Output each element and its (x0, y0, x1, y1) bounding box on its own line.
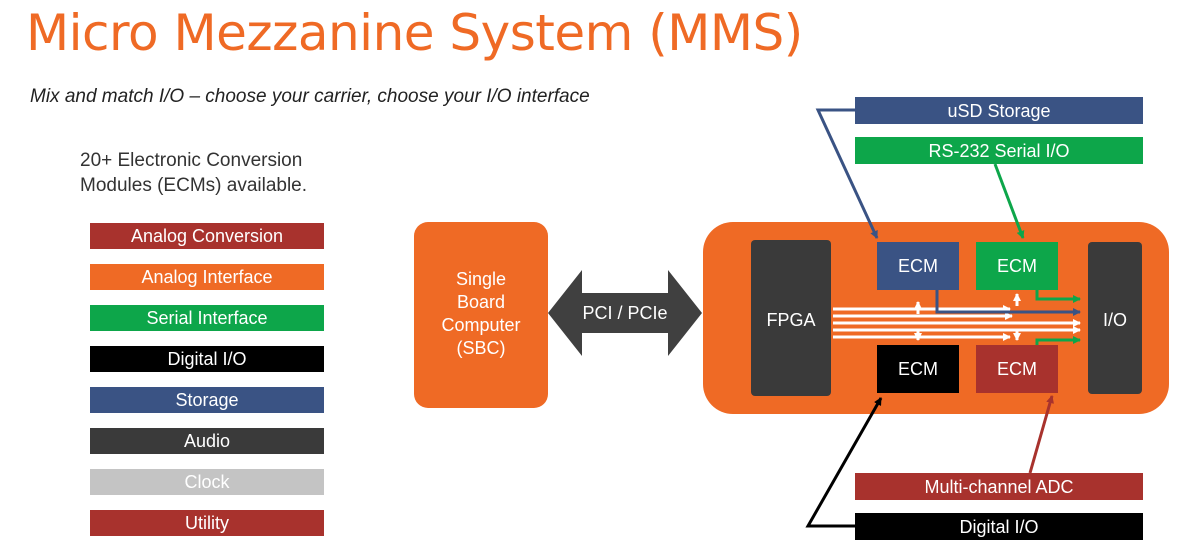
page-subtitle: Mix and match I/O – choose your carrier,… (30, 86, 590, 107)
legend-clock: Clock (90, 469, 324, 495)
io-label: I/O (1103, 310, 1127, 330)
ecm-serial-label: ECM (997, 256, 1037, 276)
rs232-box: RS-232 Serial I/O (855, 137, 1143, 164)
legend-utility: Utility (90, 510, 324, 536)
fpga-signal-arrows (833, 293, 1081, 341)
sbc-label-line2: Board (457, 292, 505, 312)
legend-storage: Storage (90, 387, 324, 413)
ecm-storage: ECM (877, 242, 959, 290)
usd-storage-box: uSD Storage (855, 97, 1143, 124)
intro-line-1: 20+ Electronic Conversion (80, 150, 303, 171)
external-connector-arrows (805, 108, 1054, 528)
ecm-serial: ECM (976, 242, 1058, 290)
ecm-analog-label: ECM (997, 359, 1037, 379)
ecm-to-io-arrows (935, 290, 1081, 345)
sbc-label-line3: Computer (441, 315, 520, 335)
sbc-label-line4: (SBC) (457, 338, 506, 358)
legend-analog-interface: Analog Interface (90, 264, 324, 290)
pci-bus-arrow: PCI / PCIe (548, 270, 702, 356)
ecm-analog: ECM (976, 345, 1058, 393)
legend-audio: Audio (90, 428, 324, 454)
legend-analog-conversion: Analog Conversion (90, 223, 324, 249)
intro-line-2: Modules (ECMs) available. (80, 175, 308, 196)
rs232-label: RS-232 Serial I/O (928, 141, 1069, 161)
sbc-label-line1: Single (456, 269, 506, 289)
pci-bus-label: PCI / PCIe (582, 303, 667, 323)
ecm-category-legend: Analog Conversion Analog Interface Seria… (90, 223, 324, 550)
digital-io-label: Digital I/O (959, 517, 1038, 537)
page-title: Micro Mezzanine System (MMS) (26, 4, 803, 62)
usd-storage-label: uSD Storage (947, 101, 1050, 121)
multichannel-adc-label: Multi-channel ADC (924, 477, 1073, 497)
legend-digital-io: Digital I/O (90, 346, 324, 372)
ecm-intro-text: 20+ Electronic Conversion Modules (ECMs)… (80, 148, 380, 198)
io-block: I/O (1088, 242, 1142, 394)
multichannel-adc-box: Multi-channel ADC (855, 473, 1143, 500)
ecm-digital-label: ECM (898, 359, 938, 379)
ecm-digital: ECM (877, 345, 959, 393)
fpga-label: FPGA (766, 310, 815, 330)
digital-io-box: Digital I/O (855, 513, 1143, 540)
legend-serial-interface: Serial Interface (90, 305, 324, 331)
sbc-block: Single Board Computer (SBC) (414, 222, 548, 408)
fpga-block: FPGA (751, 240, 831, 396)
ecm-storage-label: ECM (898, 256, 938, 276)
